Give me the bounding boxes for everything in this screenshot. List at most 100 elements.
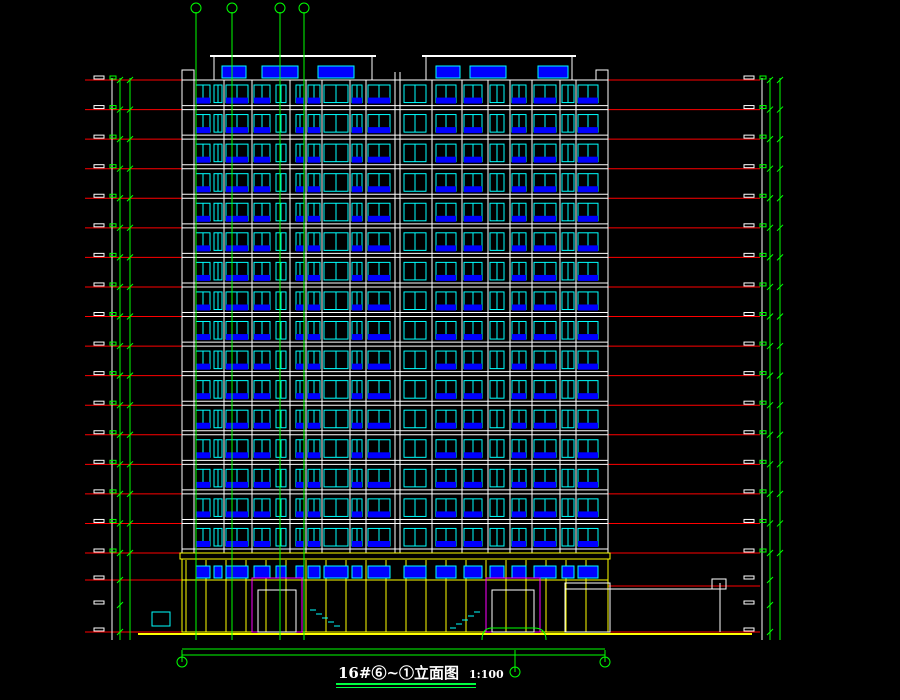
level-tag <box>93 400 105 405</box>
window-glass <box>368 215 390 222</box>
window-glass <box>352 452 362 459</box>
level-tag <box>109 312 117 316</box>
window-glass <box>534 452 556 459</box>
window-glass <box>352 363 362 370</box>
window-glass <box>578 393 598 400</box>
window-glass <box>368 245 390 252</box>
drawing-title: 16#⑥~①立面图 <box>338 664 460 682</box>
window-glass <box>436 274 456 281</box>
window-glass <box>436 481 456 488</box>
dimension-tick <box>126 165 134 173</box>
window-glass <box>196 393 210 400</box>
level-tag <box>759 164 767 169</box>
window-glass <box>308 452 320 459</box>
window-glass <box>534 156 556 163</box>
window-glass <box>308 186 320 193</box>
window-glass <box>578 97 598 104</box>
window-glass <box>578 422 598 429</box>
podium-cornice <box>179 552 611 560</box>
window-glass <box>436 393 456 400</box>
window-glass <box>512 541 526 547</box>
window-glass <box>254 127 270 134</box>
dimension-tick <box>766 549 774 557</box>
level-tag <box>109 400 117 405</box>
window-glass <box>368 452 390 459</box>
dimension-tick <box>776 224 784 232</box>
window-glass <box>308 97 320 104</box>
window-glass <box>296 541 304 547</box>
dimension-tick <box>116 520 124 527</box>
dimension-tick <box>116 576 124 584</box>
level-tag <box>109 459 117 464</box>
roof-window <box>469 65 507 79</box>
annex-structure <box>564 578 727 633</box>
window-glass <box>308 274 320 281</box>
title-underline-thin <box>336 687 476 688</box>
window-glass <box>254 245 270 252</box>
window-glass <box>578 245 598 252</box>
dimension-tick <box>116 549 124 557</box>
window-glass <box>226 422 248 429</box>
left-dimension-chain <box>93 75 134 640</box>
level-tag <box>93 430 105 435</box>
window-glass <box>196 274 210 281</box>
window-glass <box>308 481 320 488</box>
window-glass <box>578 511 598 518</box>
side-stair <box>151 611 171 627</box>
level-tag <box>109 548 117 553</box>
window-glass <box>436 215 456 222</box>
window-glass <box>534 481 556 488</box>
window-glass <box>368 541 390 547</box>
window-glass <box>254 422 270 429</box>
level-tag <box>93 627 105 632</box>
dimension-tick <box>776 401 784 409</box>
window-glass <box>352 97 362 104</box>
level-tag <box>759 518 767 523</box>
dimension-tick <box>116 165 124 173</box>
axis-bubble-icon <box>176 656 188 668</box>
level-tag <box>743 282 755 287</box>
dimension-tick <box>116 460 124 468</box>
window-glass <box>436 245 456 252</box>
dimension-tick <box>116 342 124 350</box>
window-glass <box>226 186 248 193</box>
dimension-tick <box>766 224 774 232</box>
podium-window <box>403 565 427 579</box>
entrance-door <box>491 589 535 633</box>
level-tag <box>759 252 767 257</box>
dimension-tick <box>766 601 774 609</box>
window-glass <box>308 422 320 429</box>
level-tag <box>109 371 117 376</box>
window-glass <box>512 422 526 429</box>
window-glass <box>436 452 456 459</box>
level-tag <box>109 341 117 346</box>
parapet <box>181 69 195 81</box>
window-glass <box>534 393 556 400</box>
window-glass <box>512 363 526 370</box>
dimension-tick <box>776 194 784 202</box>
window-glass <box>226 393 248 400</box>
window-glass <box>578 274 598 281</box>
podium-window <box>351 565 363 579</box>
drawing-title-block: 16#⑥~①立面图 1:100 <box>338 662 504 690</box>
window-glass <box>254 215 270 222</box>
window-glass <box>512 215 526 222</box>
level-tag <box>93 105 105 110</box>
level-lines <box>85 79 760 635</box>
window-glass <box>368 127 390 134</box>
window-glass <box>534 363 556 370</box>
level-tag <box>93 489 105 494</box>
window-glass <box>512 97 526 104</box>
dimension-tick <box>126 254 134 261</box>
level-tag <box>743 459 755 464</box>
dimension-tick <box>766 135 774 143</box>
dimension-tick <box>116 601 124 609</box>
dimension-tick <box>116 628 124 636</box>
window-glass <box>534 541 556 547</box>
window-glass <box>352 156 362 163</box>
window-glass <box>352 541 362 547</box>
drawing-scale: 1:100 <box>469 668 504 681</box>
window-glass <box>226 511 248 518</box>
window-glass <box>308 541 320 547</box>
